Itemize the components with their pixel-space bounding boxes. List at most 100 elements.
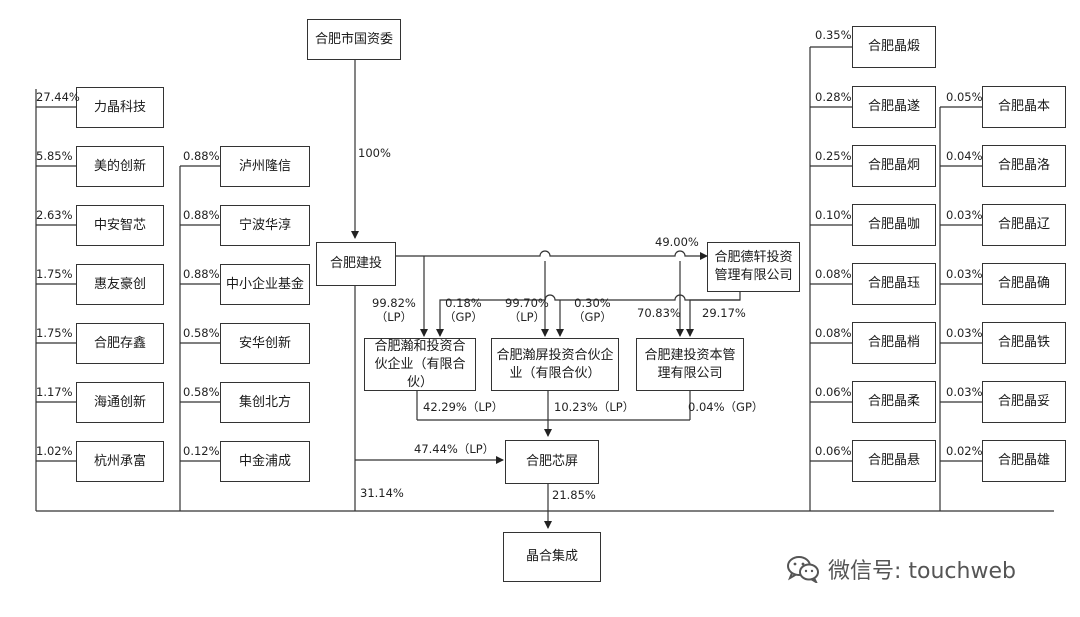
percent-label: 0.03% [946, 385, 983, 399]
percent-label: 0.05% [946, 90, 983, 104]
entity-box: 合肥建投资本管理有限公司 [636, 338, 744, 391]
shareholder-box: 海通创新 [76, 382, 164, 423]
shareholder-box: 合肥晶悬 [852, 440, 936, 482]
percent-label: 31.14% [360, 486, 404, 500]
entity-label: 合肥芯屏 [525, 454, 578, 469]
shareholder-label: 安华创新 [238, 335, 291, 351]
shareholder-label: 合肥晶柔 [867, 394, 920, 409]
percent-label: 42.29%（LP） [423, 400, 504, 414]
shareholder-box: 集创北方 [220, 382, 310, 423]
shareholder-box: 泸州隆信 [220, 146, 310, 187]
percent-label: 2.63% [36, 208, 73, 222]
entity-box: 合肥瀚和投资合伙企业（有限合伙） [364, 338, 476, 391]
percent-label: 1.17% [36, 385, 73, 399]
shareholder-label: 惠友豪创 [93, 276, 146, 292]
shareholder-box: 合肥晶本 [982, 86, 1066, 128]
entity-box: 晶合集成 [503, 532, 601, 582]
shareholder-label: 宁波华淳 [238, 217, 291, 233]
shareholder-label: 中小企业基金 [225, 276, 304, 292]
shareholder-label: 合肥晶遂 [867, 99, 920, 114]
entity-label: 合肥市国资委 [314, 31, 393, 47]
percent-label: 0.08% [815, 326, 852, 340]
percent-label: 0.28% [815, 90, 852, 104]
shareholder-label: 合肥存鑫 [93, 335, 146, 351]
percent-label: 10.23%（LP） [554, 400, 635, 414]
shareholder-box: 合肥晶洛 [982, 145, 1066, 187]
shareholder-label: 合肥晶辽 [997, 217, 1050, 232]
shareholder-box: 美的创新 [76, 146, 164, 187]
percent-label: 0.88% [183, 208, 220, 222]
percent-label: 100% [358, 146, 391, 160]
shareholder-box: 中金浦成 [220, 441, 310, 482]
percent-label: 70.83% [637, 306, 681, 320]
percent-label: 1.02% [36, 444, 73, 458]
percent-label: 5.85% [36, 149, 73, 163]
percent-label: 27.44% [36, 90, 80, 104]
percent-label: 47.44%（LP） [414, 442, 495, 456]
percent-label: 0.02% [946, 444, 983, 458]
entity-box: 合肥德轩投资管理有限公司 [707, 242, 800, 292]
shareholder-box: 力晶科技 [76, 87, 164, 128]
percent-label: 0.88% [183, 149, 220, 163]
percent-label: 0.04% [946, 149, 983, 163]
percent-label: 1.75% [36, 326, 73, 340]
entity-label: 合肥建投 [329, 256, 382, 271]
percent-label: 0.06% [815, 444, 852, 458]
shareholder-box: 宁波华淳 [220, 205, 310, 246]
shareholder-label: 海通创新 [93, 394, 146, 410]
shareholder-label: 集创北方 [238, 394, 291, 410]
percent-label: 0.88% [183, 267, 220, 281]
shareholder-box: 合肥晶妥 [982, 381, 1066, 423]
percent-label: 0.04%（GP） [688, 400, 764, 414]
percent-label: 0.03% [946, 326, 983, 340]
entity-label: 合肥瀚屏投资合伙企业（有限合伙） [496, 347, 614, 381]
percent-label: 0.58% [183, 326, 220, 340]
shareholder-box: 合肥晶炯 [852, 145, 936, 187]
shareholder-label: 美的创新 [93, 158, 146, 174]
percent-label: 21.85% [552, 488, 596, 502]
percent-label: 99.82% （LP） [372, 296, 416, 324]
percent-label: 0.08% [815, 267, 852, 281]
watermark-text: 微信号: touchweb [828, 559, 1016, 584]
shareholder-box: 合肥晶咖 [852, 204, 936, 246]
shareholder-box: 合肥晶辽 [982, 204, 1066, 246]
wechat-icon [787, 556, 819, 583]
percent-label: 29.17% [702, 306, 746, 320]
percent-label: 0.35% [815, 28, 852, 42]
shareholder-box: 合肥晶珏 [852, 263, 936, 305]
percent-label: 99.70% （LP） [505, 296, 549, 324]
watermark: 微信号: touchweb [786, 552, 1016, 586]
shareholder-label: 杭州承富 [93, 453, 146, 469]
percent-label: 0.03% [946, 208, 983, 222]
shareholder-label: 合肥晶咖 [867, 217, 920, 232]
entity-box: 合肥市国资委 [307, 19, 401, 60]
shareholder-box: 惠友豪创 [76, 264, 164, 305]
percent-label: 49.00% [655, 235, 699, 249]
shareholder-label: 泸州隆信 [238, 158, 291, 174]
shareholder-label: 合肥晶妥 [997, 394, 1050, 409]
percent-label: 0.25% [815, 149, 852, 163]
shareholder-box: 安华创新 [220, 323, 310, 364]
percent-label: 0.06% [815, 385, 852, 399]
shareholder-label: 合肥晶铁 [997, 335, 1050, 350]
percent-label: 0.12% [183, 444, 220, 458]
shareholder-box: 合肥晶确 [982, 263, 1066, 305]
entity-label: 晶合集成 [525, 549, 578, 564]
percent-label: 0.10% [815, 208, 852, 222]
shareholder-box: 合肥晶铁 [982, 322, 1066, 364]
percent-label: 1.75% [36, 267, 73, 281]
shareholder-label: 合肥晶煅 [867, 39, 920, 54]
shareholder-label: 合肥晶本 [997, 99, 1050, 114]
shareholder-box: 中安智芯 [76, 205, 164, 246]
entity-box: 合肥芯屏 [505, 440, 599, 484]
shareholder-label: 合肥晶炯 [867, 158, 920, 173]
shareholder-label: 合肥晶洛 [997, 158, 1050, 173]
shareholder-label: 中金浦成 [238, 453, 291, 469]
shareholder-label: 合肥晶确 [997, 276, 1050, 291]
shareholder-label: 中安智芯 [93, 217, 146, 233]
shareholder-box: 合肥晶煅 [852, 26, 936, 68]
shareholder-label: 合肥晶珏 [867, 276, 920, 291]
shareholder-box: 合肥晶梢 [852, 322, 936, 364]
shareholder-box: 合肥晶遂 [852, 86, 936, 128]
